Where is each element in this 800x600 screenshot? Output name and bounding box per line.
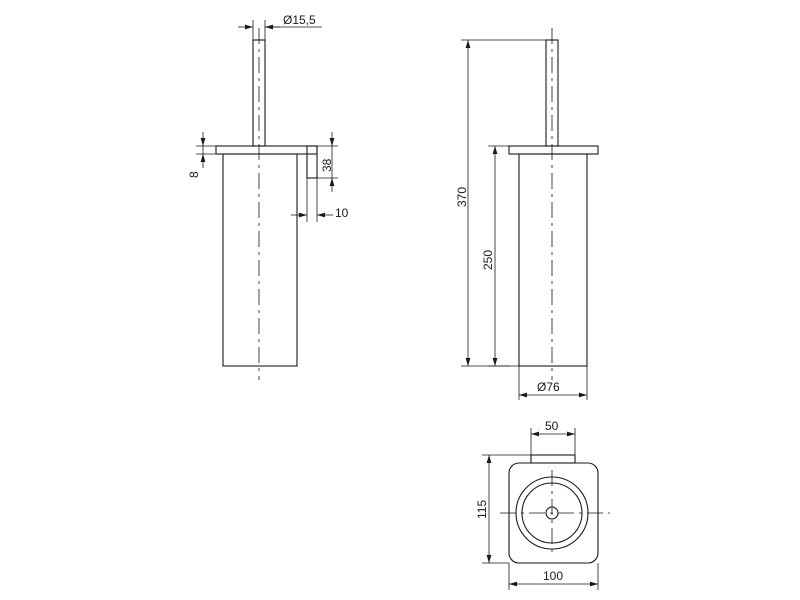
front-top-plate bbox=[508, 145, 599, 155]
dim-plate-thickness: 8 bbox=[187, 132, 223, 178]
side-container bbox=[222, 153, 298, 367]
dim-hook-width: 10 bbox=[291, 178, 349, 222]
side-view: Ø15,5 8 38 10 bbox=[187, 13, 349, 380]
dim-total-height-label: 370 bbox=[455, 187, 469, 207]
dim-hook-width-label: 10 bbox=[335, 206, 349, 220]
dim-container-diameter-label: Ø76 bbox=[537, 380, 560, 394]
dim-handle-top-width: 50 bbox=[530, 419, 576, 455]
dim-bracket-depth-label: 115 bbox=[475, 500, 489, 519]
dim-hook-height-label: 38 bbox=[320, 158, 334, 172]
dim-handle-top-width-label: 50 bbox=[545, 419, 559, 433]
dim-handle-diameter-label: Ø15,5 bbox=[283, 13, 316, 27]
side-top-plate bbox=[215, 145, 318, 155]
dim-bracket-depth: 115 bbox=[475, 454, 531, 564]
front-view: 370 250 Ø76 bbox=[455, 28, 599, 400]
top-wall-bracket bbox=[530, 454, 576, 464]
dim-handle-diameter: Ø15,5 bbox=[238, 13, 322, 40]
dim-container-height: 250 bbox=[481, 145, 510, 367]
dim-container-diameter: Ø76 bbox=[518, 366, 588, 400]
dim-container-height-label: 250 bbox=[481, 250, 495, 270]
dim-total-height: 370 bbox=[455, 39, 546, 367]
dim-hook-height: 38 bbox=[317, 132, 338, 192]
top-view: 50 115 100 bbox=[475, 419, 610, 590]
dim-plate-thickness-label: 8 bbox=[187, 171, 201, 178]
side-wall-hook bbox=[306, 145, 318, 179]
front-container bbox=[518, 153, 588, 367]
dim-bracket-width: 100 bbox=[508, 563, 599, 590]
dim-bracket-width-label: 100 bbox=[543, 569, 563, 583]
